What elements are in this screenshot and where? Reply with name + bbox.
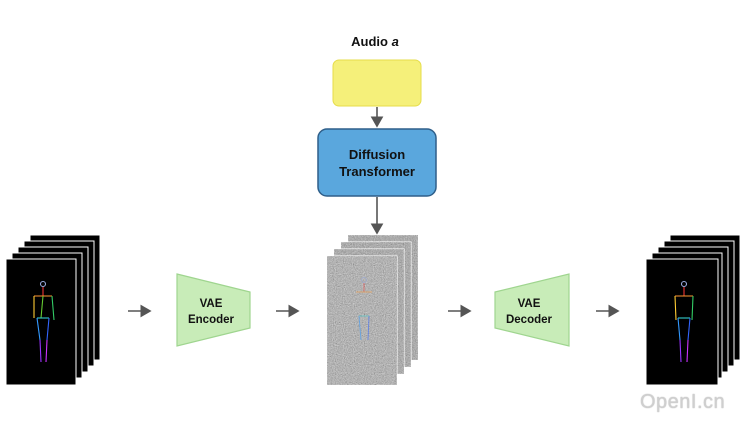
transformer-line2: Transformer <box>339 164 415 179</box>
noise-frame-icon <box>327 256 397 385</box>
noisy-latent-frames <box>326 234 419 386</box>
vae-encoder-shape <box>176 273 251 347</box>
audio-label: Audio a <box>320 34 430 49</box>
pose-skeleton-icon <box>33 280 55 363</box>
encoder-line1: VAE <box>199 298 223 310</box>
audio-label-text: Audio <box>351 34 388 49</box>
transformer-line1: Diffusion <box>348 147 406 162</box>
diffusion-transformer-box <box>317 128 437 197</box>
audio-variable: a <box>391 34 399 49</box>
decoder-line2: Decoder <box>505 314 553 326</box>
encoder-line2: Encoder <box>187 314 234 326</box>
pose-skeleton-icon <box>674 280 694 363</box>
diffusion-transformer-label: Diffusion Transformer <box>318 146 436 180</box>
audio-waveform-box <box>332 59 422 107</box>
decoder-line1: VAE <box>517 298 541 310</box>
watermark: OpenI.cn <box>640 391 726 413</box>
vae-decoder-shape <box>494 273 570 347</box>
vae-decoder-label: VAE Decoder <box>494 296 564 328</box>
output-pose-frames <box>645 234 741 386</box>
input-pose-frames <box>5 234 101 386</box>
waveform-icon <box>336 66 417 100</box>
vae-encoder-label: VAE Encoder <box>176 296 246 328</box>
